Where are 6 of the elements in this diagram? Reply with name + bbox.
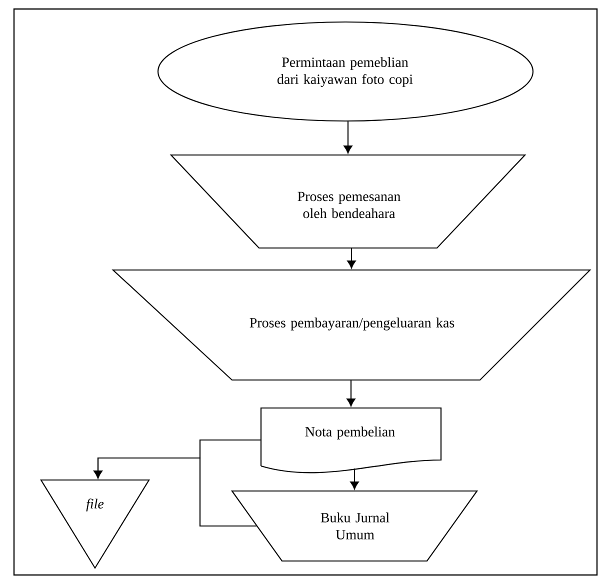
- arrow: [350, 468, 359, 490]
- arrow: [346, 380, 356, 406]
- arrow: [344, 122, 352, 154]
- document-shape: Nota pembelian: [260, 407, 442, 474]
- arrow: [347, 248, 356, 268]
- arrow: [94, 457, 256, 527]
